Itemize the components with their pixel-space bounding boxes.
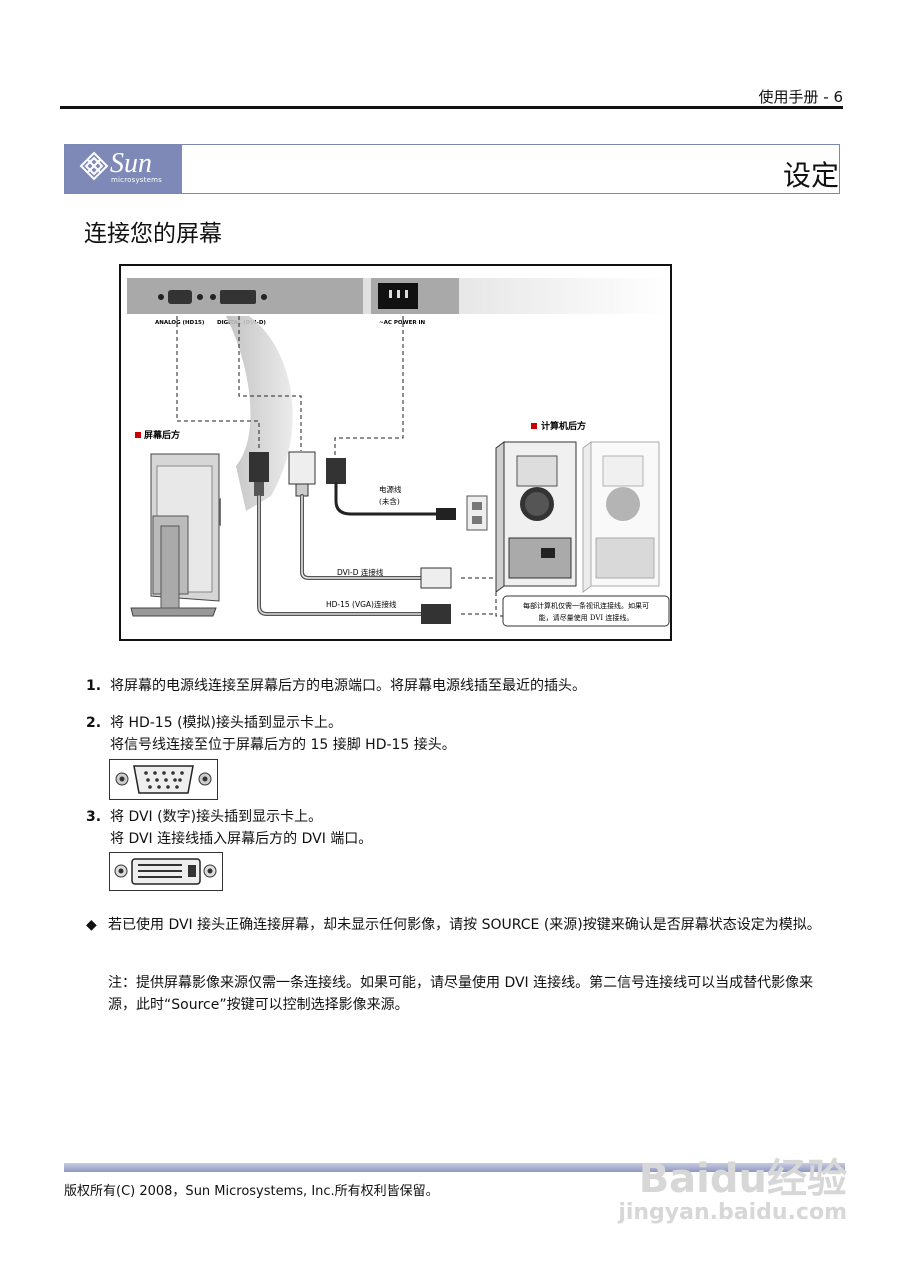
connection-diagram: ANALOG (HD15) DIGITAL (DVI-D) ~AC POWER … bbox=[119, 264, 672, 641]
step-1: 1. 将屏幕的电源线连接至屏幕后方的电源端口。将屏幕电源线插至最近的插头。 bbox=[86, 675, 586, 697]
label-computer-back: 计算机后方 bbox=[541, 420, 586, 432]
computer-rear-illustration-secondary bbox=[582, 441, 660, 593]
dvi-connector-icon bbox=[288, 451, 316, 497]
label-analog-port: ANALOG (HD15) bbox=[155, 320, 205, 326]
tip-bullet: ◆ 若已使用 DVI 接头正确连接屏幕，却未显示任何影像，请按 SOURCE (来… bbox=[86, 914, 826, 936]
step-text: 将 HD-15 (模拟)接头插到显示卡上。 bbox=[110, 715, 342, 731]
diamond-bullet-icon: ◆ bbox=[86, 917, 97, 933]
step-text-detail: 将信号线连接至位于屏幕后方的 15 接脚 HD-15 接头。 bbox=[110, 737, 456, 753]
section-title: 设定 bbox=[782, 159, 839, 192]
watermark-brand: Baidu经验 bbox=[638, 1156, 847, 1202]
label-vga-cable: HD-15 (VGA)连接线 bbox=[326, 599, 397, 609]
step-number: 1. bbox=[86, 678, 102, 694]
hd15-port-icon bbox=[158, 290, 203, 304]
label-power-port: ~AC POWER IN bbox=[379, 320, 426, 326]
step-number: 3. bbox=[86, 809, 102, 825]
callout-line-1: 每部计算机仅需一条视讯连接线。如果可 bbox=[523, 601, 649, 610]
step-text-detail: 将 DVI 连接线插入屏幕后方的 DVI 端口。 bbox=[110, 831, 373, 847]
section-title-band bbox=[64, 144, 840, 194]
power-inlet-icon bbox=[378, 283, 418, 309]
page-heading: 连接您的屏幕 bbox=[84, 221, 222, 247]
step-text: 将 DVI (数字)接头插到显示卡上。 bbox=[110, 809, 323, 825]
header-rule bbox=[60, 106, 843, 109]
label-power-cord-note: (未含) bbox=[379, 496, 400, 506]
logo-subtext: microsystems bbox=[111, 176, 162, 184]
label-power-cord: 电源线 bbox=[379, 484, 402, 494]
tip-text: 若已使用 DVI 接头正确连接屏幕，却未显示任何影像，请按 SOURCE (来源… bbox=[108, 917, 821, 933]
step-text: 将屏幕的电源线连接至屏幕后方的电源端口。将屏幕电源线插至最近的插头。 bbox=[110, 678, 586, 694]
marker-icon bbox=[531, 423, 537, 429]
step-3: 3. 将 DVI (数字)接头插到显示卡上。 将 DVI 连接线插入屏幕后方的 D… bbox=[86, 806, 372, 850]
connection-diagram-illustration: ANALOG (HD15) DIGITAL (DVI-D) ~AC POWER … bbox=[127, 278, 670, 627]
hd15-connector-icon bbox=[115, 765, 212, 794]
dvi-connector-icon bbox=[114, 858, 217, 885]
sun-logo-icon bbox=[79, 151, 109, 181]
monitor-rear-illustration bbox=[130, 453, 220, 617]
label-monitor-back: 屏幕后方 bbox=[144, 429, 180, 441]
logo-text: Sun bbox=[110, 148, 152, 179]
vga-connector-icon bbox=[249, 452, 269, 496]
power-plug-icon bbox=[326, 458, 346, 484]
page-header: 使用手册 - 6 bbox=[758, 88, 844, 106]
label-dvi-cable: DVI-D 连接线 bbox=[337, 567, 384, 577]
dvi-port-icon bbox=[210, 290, 267, 304]
watermark-url: jingyan.baidu.com bbox=[618, 1200, 847, 1225]
step-number: 2. bbox=[86, 715, 102, 731]
callout-line-2: 能，请尽量使用 DVI 连接线。 bbox=[539, 613, 634, 622]
watermark: Baidu经验 jingyan.baidu.com bbox=[618, 1146, 847, 1225]
computer-rear-illustration bbox=[495, 441, 577, 593]
hd15-connector-image bbox=[109, 759, 218, 800]
note-text: 注：提供屏幕影像来源仅需一条连接线。如果可能，请尽量使用 DVI 连接线。第二信… bbox=[108, 975, 814, 1013]
marker-icon bbox=[135, 432, 141, 438]
step-2: 2. 将 HD-15 (模拟)接头插到显示卡上。 将信号线连接至位于屏幕后方的 1… bbox=[86, 712, 456, 756]
wall-outlet-icon bbox=[466, 495, 488, 531]
footer-band bbox=[64, 1163, 845, 1172]
dvi-connector-image bbox=[109, 852, 223, 891]
copyright-footer: 版权所有(C) 2008，Sun Microsystems, Inc.所有权利皆… bbox=[64, 1184, 439, 1199]
